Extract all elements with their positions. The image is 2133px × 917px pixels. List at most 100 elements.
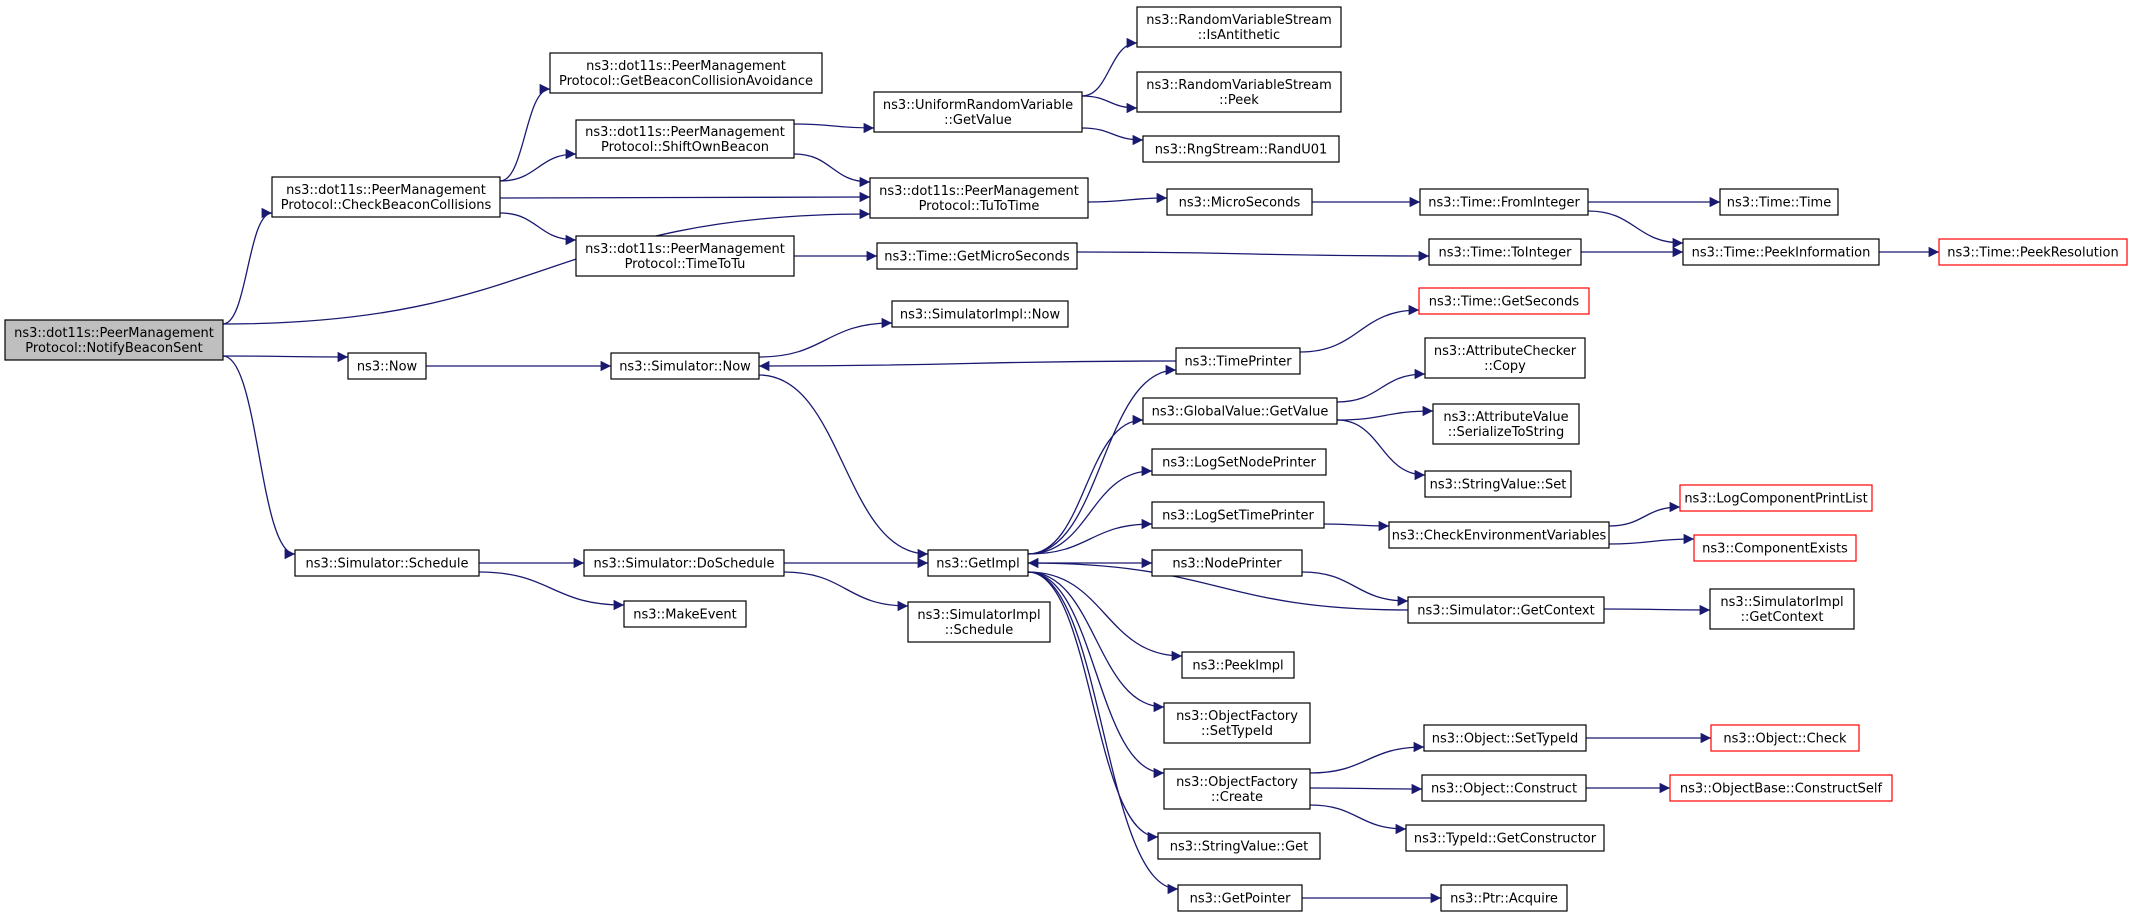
node-to-integer[interactable]: ns3::Time::ToInteger: [1428, 238, 1582, 266]
edge-of-create-to-get-constructor: [1309, 804, 1407, 835]
node-box: [1177, 884, 1303, 912]
node-label: ::Create: [1211, 790, 1263, 805]
node-str-get[interactable]: ns3::StringValue::Get: [1157, 832, 1321, 860]
edge-check-env-to-log-comp-print: [1608, 501, 1681, 527]
node-peek-res[interactable]: ns3::Time::PeekResolution: [1938, 238, 2128, 266]
node-get-impl[interactable]: ns3::GetImpl: [927, 549, 1029, 577]
node-log-comp-print[interactable]: ns3::LogComponentPrintList: [1679, 484, 1873, 512]
node-node-printer[interactable]: ns3::NodePrinter: [1151, 549, 1303, 577]
node-label: ns3::dot11s::PeerManagement: [585, 242, 785, 257]
node-is-anti[interactable]: ns3::RandomVariableStream::IsAntithetic: [1136, 6, 1342, 48]
node-from-integer[interactable]: ns3::Time::FromInteger: [1419, 188, 1589, 216]
edge-log-set-time-to-check-env: [1323, 520, 1390, 532]
node-sim-schedule[interactable]: ns3::Simulator::Schedule: [294, 549, 480, 577]
edge-sim-now-to-get-impl: [758, 374, 929, 560]
node-label: ns3::Time::GetMicroSeconds: [884, 250, 1070, 265]
node-obj-set-type-id[interactable]: ns3::Object::SetTypeId: [1423, 724, 1587, 752]
node-rand-u01[interactable]: ns3::RngStream::RandU01: [1142, 135, 1340, 163]
node-sim-now[interactable]: ns3::Simulator::Now: [610, 352, 760, 380]
edge-get-impl-to-time-printer: [1027, 364, 1177, 555]
node-impl-schedule[interactable]: ns3::SimulatorImpl::Schedule: [907, 601, 1051, 643]
node-label: ns3::MicroSeconds: [1179, 196, 1301, 211]
node-label: ns3::ObjectFactory: [1176, 775, 1298, 790]
node-label: ns3::dot11s::PeerManagement: [585, 125, 785, 140]
node-box: [1157, 832, 1321, 860]
edge-shift-own-to-tu-to-time: [793, 153, 871, 188]
node-label: ns3::Simulator::Schedule: [305, 557, 468, 572]
node-label: Protocol::NotifyBeaconSent: [25, 341, 202, 356]
node-box: [1423, 724, 1587, 752]
edge-node-printer-to-get-context: [1301, 571, 1409, 607]
node-label: Protocol::ShiftOwnBeacon: [601, 140, 769, 155]
node-label: ns3::dot11s::PeerManagement: [14, 326, 214, 341]
node-get-micro[interactable]: ns3::Time::GetMicroSeconds: [876, 242, 1078, 270]
node-peek[interactable]: ns3::RandomVariableStream::Peek: [1136, 71, 1342, 113]
node-check-beacon[interactable]: ns3::dot11s::PeerManagementProtocol::Che…: [271, 176, 501, 218]
node-micro-seconds[interactable]: ns3::MicroSeconds: [1166, 188, 1313, 216]
node-global-get[interactable]: ns3::GlobalValue::GetValue: [1142, 397, 1338, 425]
node-get-pointer[interactable]: ns3::GetPointer: [1177, 884, 1303, 912]
edge-get-context-to-get-impl: [1027, 557, 1409, 611]
edge-global-get-to-str-set: [1336, 419, 1426, 481]
node-of-set-type-id[interactable]: ns3::ObjectFactory::SetTypeId: [1163, 702, 1311, 744]
node-label: Protocol::CheckBeaconCollisions: [281, 198, 492, 213]
node-box: [1432, 403, 1580, 445]
node-box: [1388, 521, 1610, 549]
edge-of-create-to-obj-construct: [1309, 783, 1423, 795]
edge-global-get-to-attr-copy: [1336, 368, 1426, 403]
node-shift-own[interactable]: ns3::dot11s::PeerManagementProtocol::Shi…: [575, 119, 795, 159]
edge-check-beacon-to-shift-own: [499, 148, 577, 182]
node-box: [1151, 549, 1303, 577]
edge-time-printer-to-get-seconds: [1299, 304, 1420, 353]
node-make-event[interactable]: ns3::MakeEvent: [623, 600, 747, 628]
node-attr-copy[interactable]: ns3::AttributeChecker::Copy: [1424, 337, 1586, 379]
node-get-context[interactable]: ns3::Simulator::GetContext: [1407, 596, 1605, 624]
node-construct-self[interactable]: ns3::ObjectBase::ConstructSelf: [1669, 774, 1893, 802]
node-label: ns3::PeekImpl: [1192, 659, 1283, 674]
node-ptr-acquire[interactable]: ns3::Ptr::Acquire: [1440, 884, 1568, 912]
node-str-set[interactable]: ns3::StringValue::Set: [1424, 470, 1572, 498]
node-box: [1407, 596, 1605, 624]
node-label: ns3::RandomVariableStream: [1146, 13, 1332, 28]
node-box: [1166, 188, 1313, 216]
node-get-seconds[interactable]: ns3::Time::GetSeconds: [1418, 287, 1590, 315]
node-obj-check[interactable]: ns3::Object::Check: [1710, 724, 1860, 752]
node-box: [1418, 287, 1590, 315]
node-do-schedule[interactable]: ns3::Simulator::DoSchedule: [583, 549, 785, 577]
node-uniform-get[interactable]: ns3::UniformRandomVariable::GetValue: [873, 91, 1083, 133]
node-box: [575, 235, 795, 277]
node-log-set-node[interactable]: ns3::LogSetNodePrinter: [1151, 448, 1327, 476]
node-of-create[interactable]: ns3::ObjectFactory::Create: [1163, 768, 1311, 810]
node-time-printer[interactable]: ns3::TimePrinter: [1175, 347, 1301, 375]
edge-uniform-get-to-rand-u01: [1081, 127, 1144, 146]
node-comp-exists[interactable]: ns3::ComponentExists: [1693, 534, 1857, 562]
edge-root-to-now: [222, 351, 349, 363]
node-label: ::SerializeToString: [1448, 425, 1564, 440]
node-attr-serialize[interactable]: ns3::AttributeValue::SerializeToString: [1432, 403, 1580, 445]
node-impl-get-context[interactable]: ns3::SimulatorImpl::GetContext: [1709, 588, 1855, 630]
node-label: ns3::TypeId::GetConstructor: [1414, 832, 1597, 847]
node-label: ns3::Time::GetSeconds: [1429, 295, 1580, 310]
node-label: ns3::AttributeValue: [1443, 410, 1568, 425]
node-label: Protocol::TuToTime: [919, 199, 1040, 214]
node-check-env[interactable]: ns3::CheckEnvironmentVariables: [1388, 521, 1610, 549]
edge-get-impl-to-get-pointer: [1027, 571, 1179, 895]
node-tu-to-time[interactable]: ns3::dot11s::PeerManagementProtocol::TuT…: [869, 177, 1089, 219]
node-label: ns3::StringValue::Set: [1430, 478, 1567, 493]
node-peek-info[interactable]: ns3::Time::PeekInformation: [1682, 238, 1880, 266]
node-now[interactable]: ns3::Now: [347, 352, 427, 380]
node-get-beacon-ca[interactable]: ns3::dot11s::PeerManagementProtocol::Get…: [549, 52, 823, 94]
node-peek-impl[interactable]: ns3::PeekImpl: [1181, 651, 1295, 679]
node-box: [610, 352, 760, 380]
node-label: ns3::NodePrinter: [1172, 557, 1282, 572]
node-obj-construct[interactable]: ns3::Object::Construct: [1421, 774, 1587, 802]
node-root[interactable]: ns3::dot11s::PeerManagementProtocol::Not…: [4, 319, 224, 361]
node-log-set-time[interactable]: ns3::LogSetTimePrinter: [1151, 501, 1325, 529]
node-time-time[interactable]: ns3::Time::Time: [1719, 188, 1839, 216]
node-label: ::SetTypeId: [1201, 724, 1273, 739]
node-time-to-tu[interactable]: ns3::dot11s::PeerManagementProtocol::Tim…: [575, 235, 795, 277]
edge-check-beacon-to-get-beacon-ca: [499, 83, 551, 182]
node-get-constructor[interactable]: ns3::TypeId::GetConstructor: [1405, 824, 1605, 852]
node-sim-impl-now[interactable]: ns3::SimulatorImpl::Now: [891, 300, 1069, 328]
node-label: ns3::MakeEvent: [633, 608, 737, 623]
